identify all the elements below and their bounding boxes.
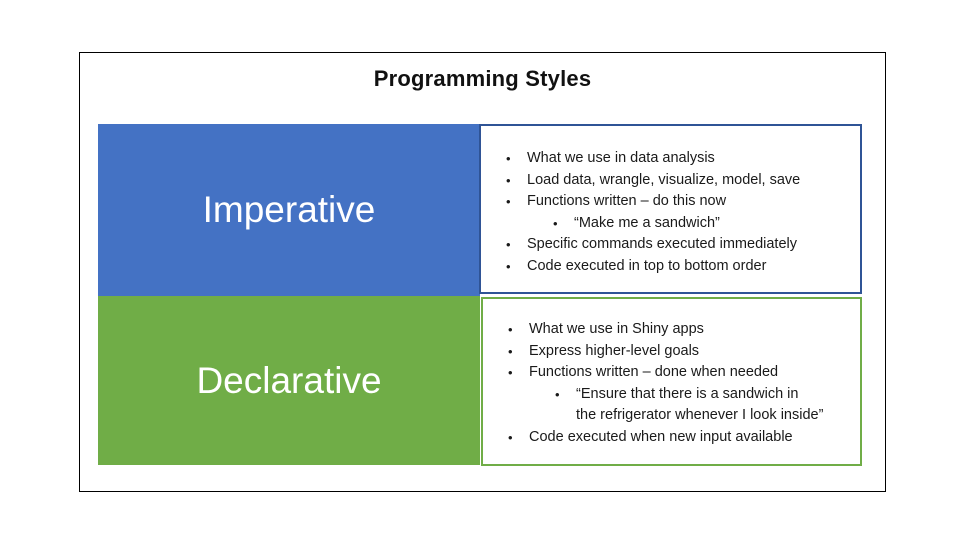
bullet-item: • Code executed when new input available — [483, 427, 860, 449]
bullet-item: • Functions written – done when needed — [483, 362, 860, 384]
bullet-text: What we use in data analysis — [527, 150, 715, 166]
bullet-text: “Ensure that there is a sandwich in — [576, 385, 799, 402]
bullet-icon: • — [553, 215, 558, 231]
bullet-text: “Make me a sandwich” — [574, 214, 720, 231]
bullet-text: Express higher-level goals — [529, 342, 700, 359]
bullet-item: • Express higher-level goals — [483, 341, 860, 363]
bullet-icon: • — [508, 429, 513, 445]
bullet-icon: • — [506, 194, 511, 209]
bullet-icon: • — [506, 258, 511, 274]
declarative-label-box: Declarative — [98, 296, 480, 465]
bullet-text: the refrigerator whenever I look inside” — [576, 407, 824, 423]
imperative-label: Imperative — [202, 189, 376, 230]
declarative-bullet-panel: • What we use in Shiny apps • Express highe… — [481, 297, 862, 466]
slide-title: Programming Styles — [373, 66, 592, 91]
bullet-item: • What we use in Shiny apps — [483, 319, 860, 341]
bullet-item: • Functions written – do this now — [481, 191, 860, 213]
bullet-text: Code executed when new input available — [529, 428, 793, 445]
bullet-item: the refrigerator whenever I look inside” — [483, 405, 860, 427]
bullet-item: • “Make me a sandwich” — [481, 213, 860, 235]
bullet-icon: • — [506, 151, 511, 166]
imperative-label-box: Imperative — [98, 124, 480, 296]
bullet-text: Specific commands executed immediately — [527, 236, 797, 252]
bullet-item: • Code executed in top to bottom order — [481, 256, 860, 278]
bullet-item: • What we use in data analysis — [481, 148, 860, 170]
bullet-text: Functions written – done when needed — [529, 364, 779, 380]
imperative-bullet-panel: • What we use in data analysis • Load data,… — [479, 124, 862, 294]
bullet-item: • Specific commands executed immediately — [481, 234, 860, 256]
bullet-text: Functions written – do this now — [527, 193, 727, 209]
bullet-item: • Load data, wrangle, visualize, model, s… — [481, 170, 860, 192]
bullet-icon: • — [506, 172, 511, 188]
bullet-text: Code executed in top to bottom order — [527, 257, 767, 274]
declarative-label: Declarative — [196, 359, 382, 401]
bullet-icon: • — [555, 386, 560, 402]
bullet-icon: • — [508, 322, 513, 337]
bullet-icon: • — [508, 343, 513, 359]
bullet-icon: • — [508, 365, 513, 380]
bullet-text: What we use in Shiny apps — [529, 321, 704, 337]
bullet-text: Load data, wrangle, visualize, model, sa… — [527, 171, 801, 188]
bullet-item: • “Ensure that there is a sandwich in — [483, 384, 860, 406]
bullet-icon: • — [506, 237, 511, 252]
